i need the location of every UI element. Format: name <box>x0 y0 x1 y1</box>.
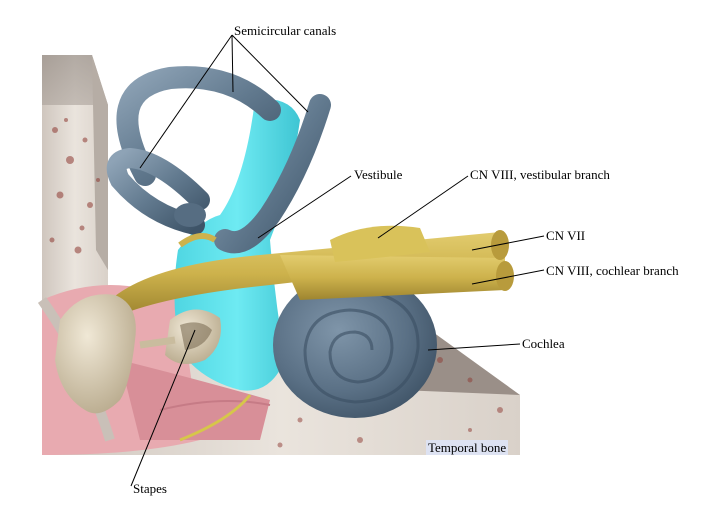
canal-ampulla <box>174 203 206 227</box>
label-stapes: Stapes <box>133 481 167 496</box>
nerve-bundle <box>110 225 514 315</box>
cochlea <box>273 272 437 418</box>
label-vestibule: Vestibule <box>354 167 403 182</box>
label-cn8-cochlear-branch: CN VIII, cochlear branch <box>546 263 679 278</box>
label-semicircular-canals: Semicircular canals <box>234 23 337 38</box>
label-cochlea: Cochlea <box>522 336 565 351</box>
temporal-bone-block <box>42 55 108 300</box>
label-cn8-vestibular-branch: CN VIII, vestibular branch <box>470 167 610 182</box>
label-temporal-bone: Temporal bone <box>426 440 509 455</box>
leader-lines <box>130 34 545 487</box>
label-cn7: CN VII <box>546 228 586 243</box>
semicircular-canals <box>106 66 331 254</box>
ossicles <box>55 294 221 414</box>
